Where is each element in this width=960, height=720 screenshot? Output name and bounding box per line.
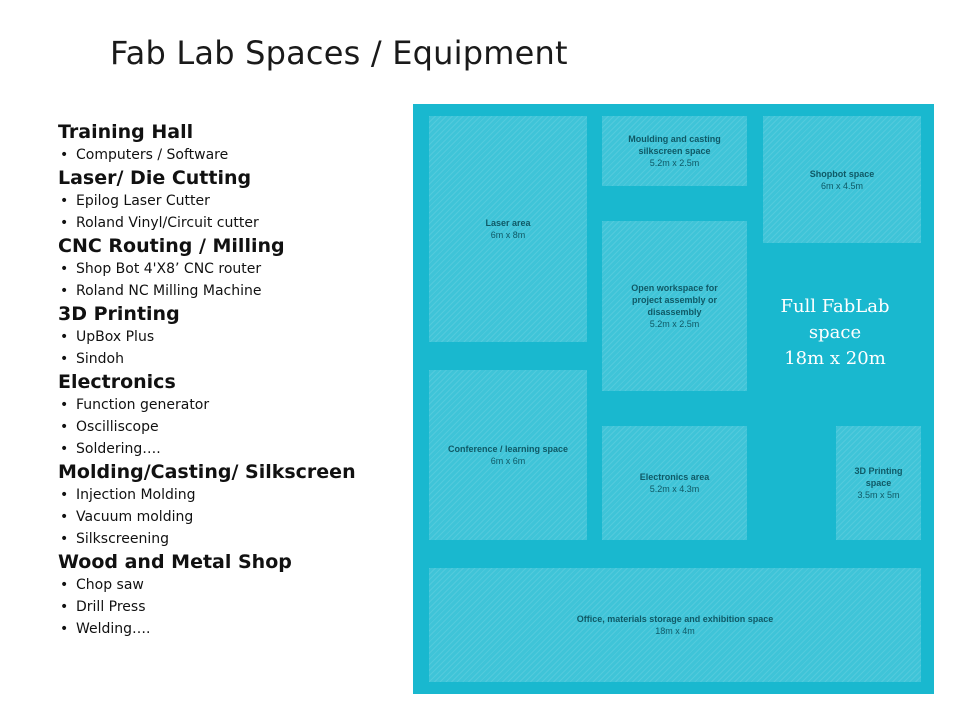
list-item: Epilog Laser Cutter [58, 190, 398, 212]
list-item: Roland Vinyl/Circuit cutter [58, 212, 398, 234]
room-office-storage: Office, materials storage and exhibition… [429, 568, 921, 682]
section-molding-casting-silkscreen: Molding/Casting/ Silkscreen Injection Mo… [58, 460, 398, 550]
room-name: Electronics area [639, 472, 710, 482]
section-laser-die-cutting: Laser/ Die Cutting Epilog Laser Cutter R… [58, 166, 398, 234]
section-heading: 3D Printing [58, 303, 180, 325]
list-item: Vacuum molding [58, 506, 398, 528]
section-heading: Laser/ Die Cutting [58, 167, 252, 189]
room-size: 6m x 6m [490, 456, 526, 466]
room-name: Office, materials storage and exhibition… [576, 614, 774, 624]
list-item: Injection Molding [58, 484, 398, 506]
section-heading: Training Hall [58, 121, 194, 143]
room-conference: Conference / learning space 6m x 6m [429, 370, 587, 540]
list-item: Computers / Software [58, 144, 398, 166]
list-item: Silkscreening [58, 528, 398, 550]
full-fablab-label: Full FabLab space 18m x 20m [765, 294, 905, 372]
list-item: Sindoh [58, 348, 398, 370]
room-name: 3D Printing space [854, 466, 903, 488]
room-name: Conference / learning space [447, 444, 569, 454]
list-item: Shop Bot 4'X8’ CNC router [58, 258, 398, 280]
section-heading: Electronics [58, 371, 176, 393]
room-size: 3.5m x 5m [857, 490, 900, 500]
list-item: Roland NC Milling Machine [58, 280, 398, 302]
list-item: Chop saw [58, 574, 398, 596]
list-item: UpBox Plus [58, 326, 398, 348]
full-label-line: Full FabLab [780, 296, 890, 317]
room-name: Moulding and casting silkscreen space [628, 134, 721, 156]
room-open-workspace: Open workspace for project assembly or d… [602, 221, 747, 391]
section-heading: Molding/Casting/ Silkscreen [58, 461, 356, 483]
list-item: Function generator [58, 394, 398, 416]
list-item: Drill Press [58, 596, 398, 618]
section-training-hall: Training Hall Computers / Software [58, 120, 398, 166]
equipment-list: Training Hall Computers / Software Laser… [58, 120, 398, 640]
room-name: Open workspace for project assembly or d… [631, 283, 718, 317]
room-moulding-casting: Moulding and casting silkscreen space 5.… [602, 116, 747, 186]
room-shopbot: Shopbot space 6m x 4.5m [763, 116, 921, 243]
room-name: Shopbot space [809, 168, 875, 179]
full-label-line: space [808, 322, 862, 343]
room-size: 6m x 8m [490, 230, 526, 240]
room-electronics: Electronics area 5.2m x 4.3m [602, 426, 747, 540]
floor-plan: Laser area 6m x 8m Moulding and casting … [413, 104, 934, 694]
room-name: Laser area [485, 218, 531, 228]
section-heading: Wood and Metal Shop [58, 551, 292, 573]
section-wood-metal-shop: Wood and Metal Shop Chop saw Drill Press… [58, 550, 398, 640]
list-item: Oscilliscope [58, 416, 398, 438]
list-item: Welding…. [58, 618, 398, 640]
section-heading: CNC Routing / Milling [58, 235, 285, 257]
room-size: 5.2m x 4.3m [649, 484, 700, 494]
room-size: 18m x 4m [655, 626, 695, 636]
room-laser-area: Laser area 6m x 8m [429, 116, 587, 342]
list-item: Soldering…. [58, 438, 398, 460]
room-size: 5.2m x 2.5m [649, 319, 700, 329]
room-size: 6m x 4.5m [820, 180, 863, 191]
full-label-line: 18m x 20m [784, 348, 886, 369]
room-3d-printing: 3D Printing space 3.5m x 5m [836, 426, 921, 540]
section-3d-printing: 3D Printing UpBox Plus Sindoh [58, 302, 398, 370]
room-size: 5.2m x 2.5m [649, 158, 700, 168]
section-electronics: Electronics Function generator Oscillisc… [58, 370, 398, 460]
page-title: Fab Lab Spaces / Equipment [110, 34, 568, 72]
section-cnc-routing-milling: CNC Routing / Milling Shop Bot 4'X8’ CNC… [58, 234, 398, 302]
